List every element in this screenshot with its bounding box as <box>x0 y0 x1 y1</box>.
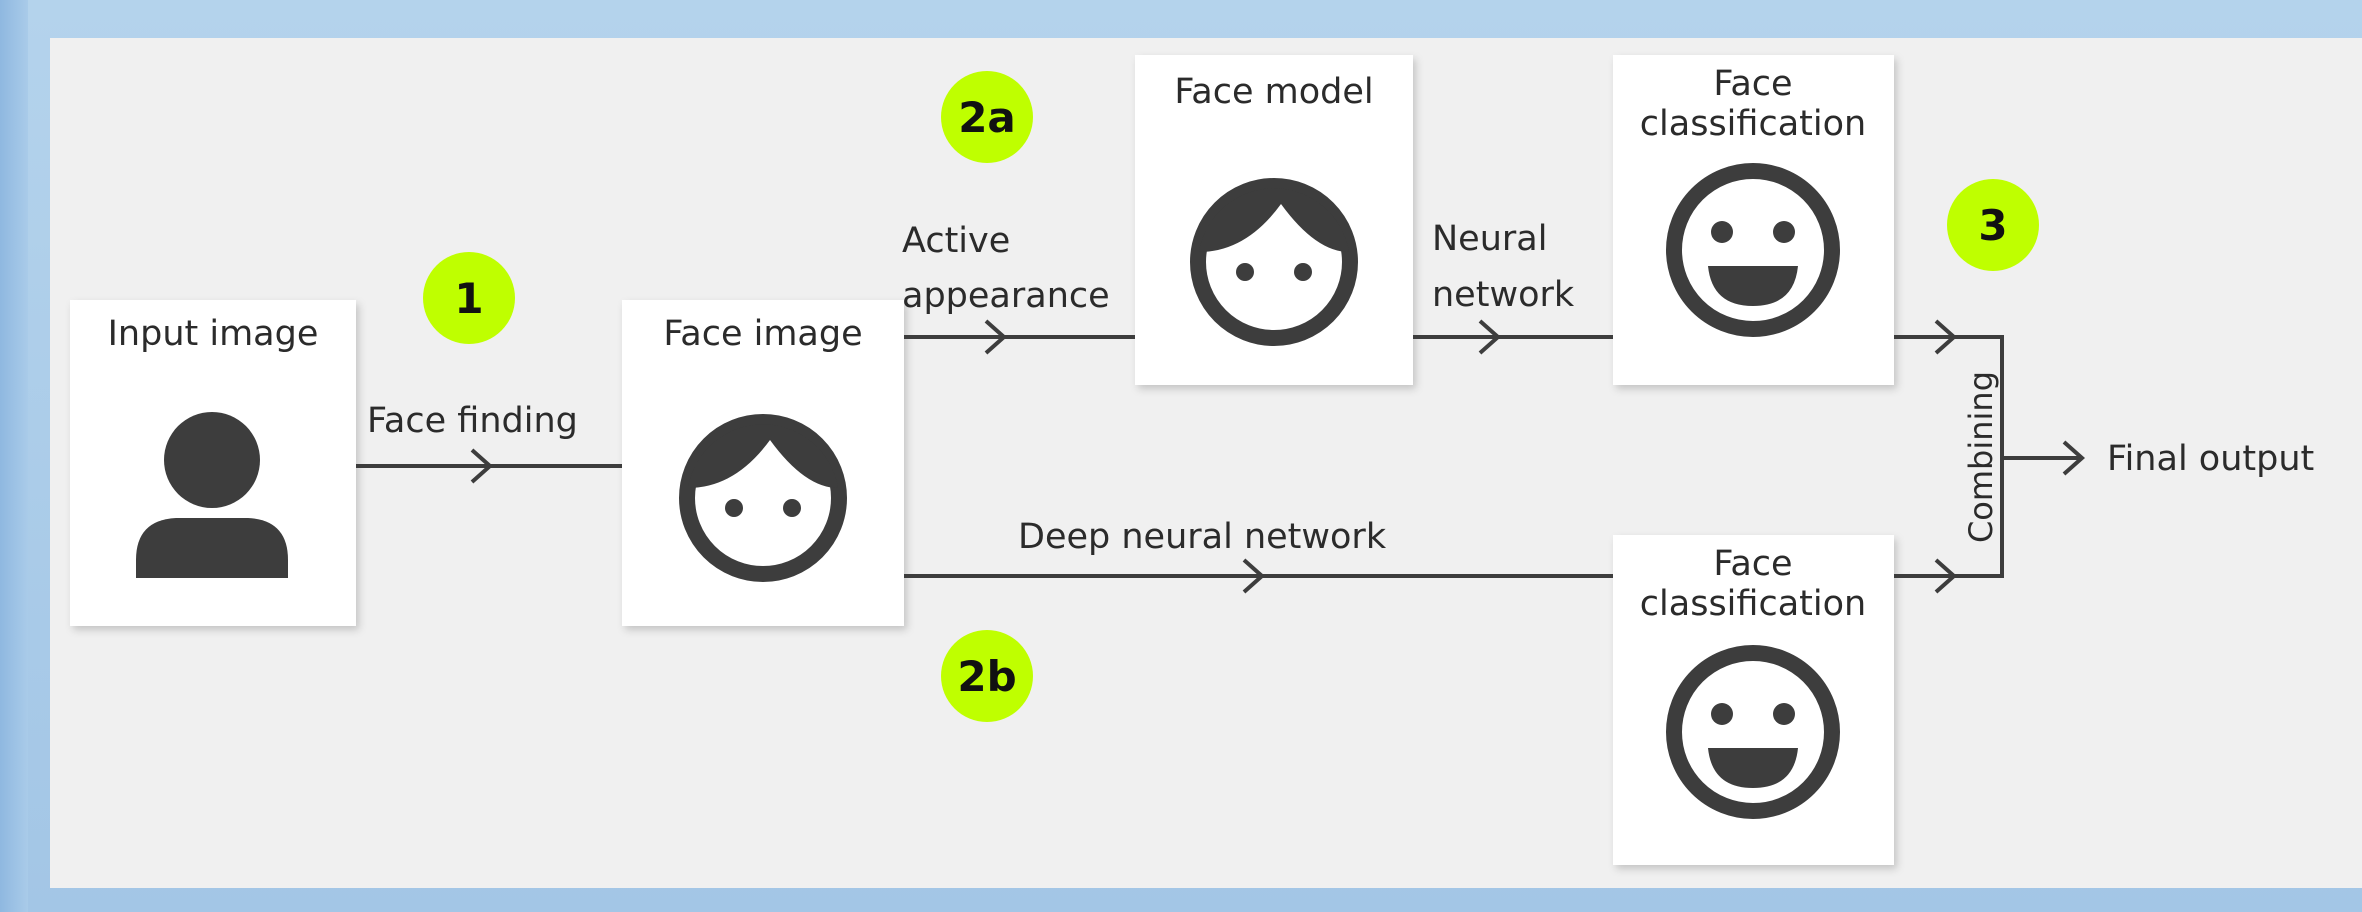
step-2b-label: 2b <box>957 652 1016 701</box>
face-classification-bottom-title-line1: Face <box>1713 544 1792 584</box>
smiley-icon <box>1666 163 1840 337</box>
step-2b-badge: 2b <box>941 630 1033 722</box>
face-classification-top-title-line2: classification <box>1640 104 1866 144</box>
window-frame-left <box>0 0 28 912</box>
step-2a-label: 2a <box>958 93 1016 142</box>
deep-neural-network-label: Deep neural network <box>1018 517 1387 557</box>
face-finding-label: Face finding <box>367 401 578 441</box>
face-image-title: Face image <box>663 314 862 354</box>
input-image-title: Input image <box>108 314 319 354</box>
neural-network-label-line2: network <box>1432 275 1575 315</box>
step-3-badge: 3 <box>1947 179 2039 271</box>
active-appearance-label-line2: appearance <box>902 276 1110 316</box>
final-output-label: Final output <box>2107 439 2314 479</box>
face-icon <box>679 414 847 582</box>
step-1-label: 1 <box>454 274 483 323</box>
step-3-label: 3 <box>1978 201 2007 250</box>
step-1-badge: 1 <box>423 252 515 344</box>
neural-network-label-line1: Neural <box>1432 219 1547 259</box>
active-appearance-label-line1: Active <box>902 221 1010 261</box>
face-model-face-icon <box>1190 178 1358 346</box>
step-2a-badge: 2a <box>941 71 1033 163</box>
smiley-icon-bottom <box>1666 645 1840 819</box>
face-model-title: Face model <box>1174 72 1373 112</box>
face-classification-bottom-title-line2: classification <box>1640 584 1866 624</box>
face-classification-top-title-line1: Face <box>1713 64 1792 104</box>
combining-label: Combining <box>1962 371 2000 543</box>
connectors <box>356 319 2086 594</box>
person-icon <box>136 412 288 578</box>
